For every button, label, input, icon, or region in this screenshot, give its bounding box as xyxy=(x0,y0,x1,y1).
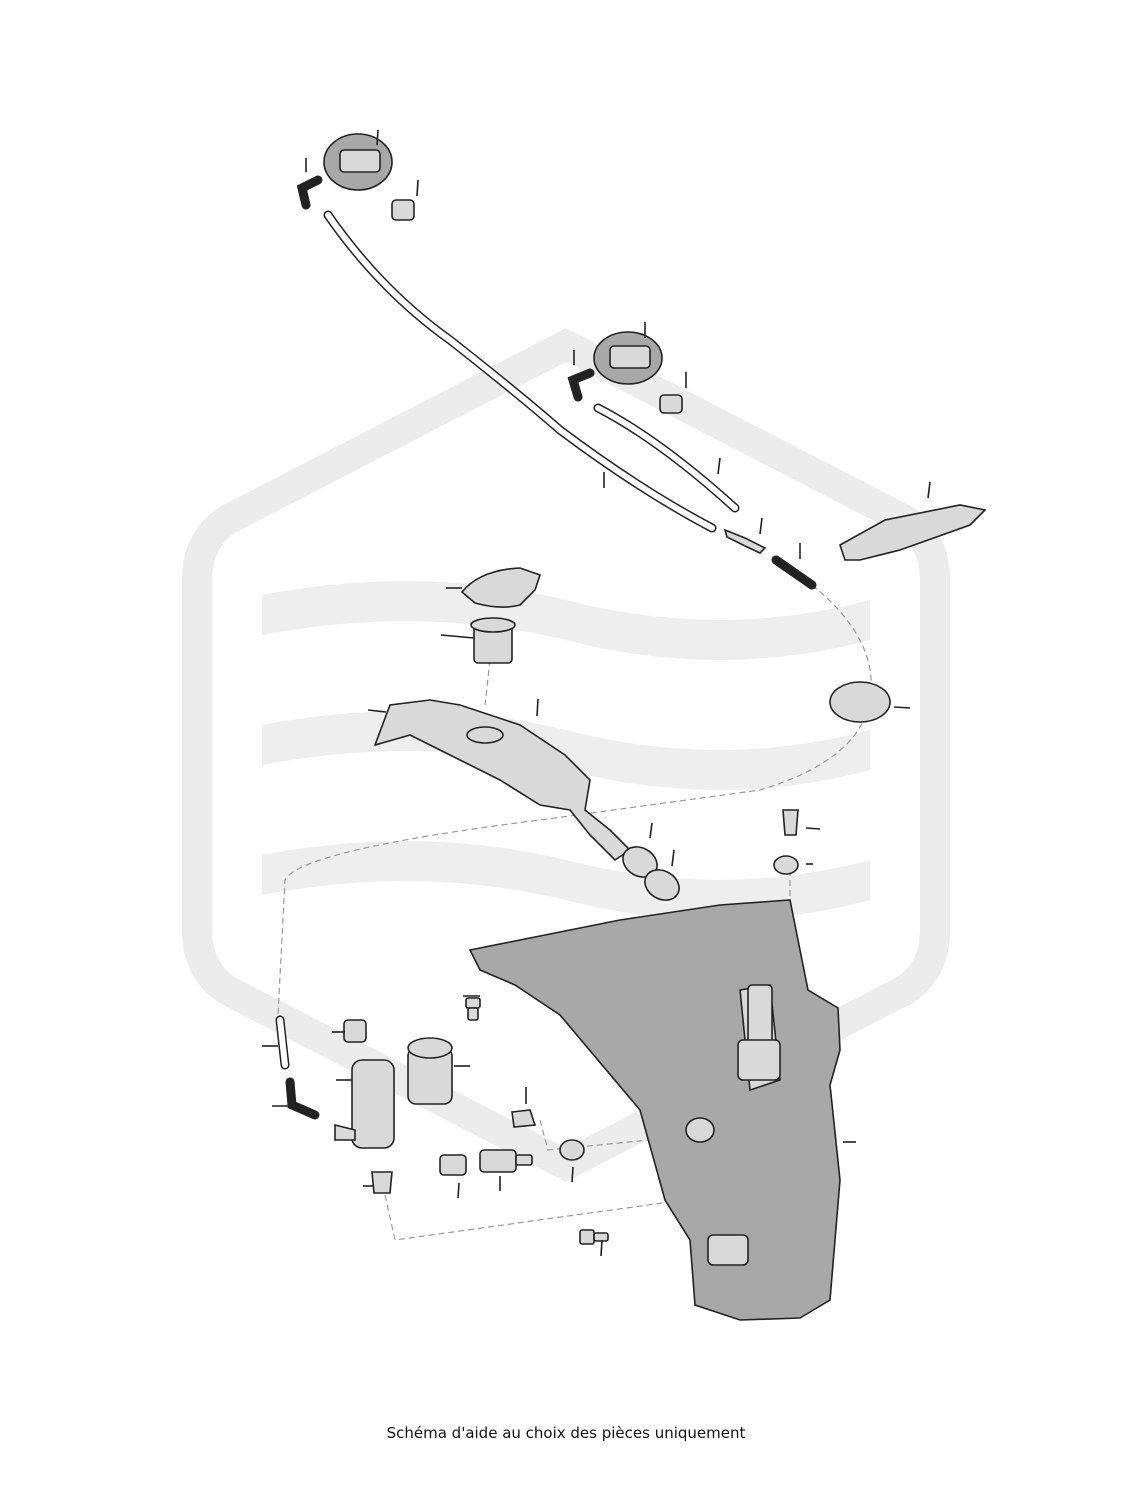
y-connector xyxy=(723,528,767,554)
pump-grommet xyxy=(371,1171,393,1194)
pump-sleeve xyxy=(407,1037,453,1105)
diagram-caption: Schéma d'aide au choix des pièces unique… xyxy=(386,1424,746,1442)
level-sensor xyxy=(737,984,781,1081)
pump-elbow-connector xyxy=(285,1077,320,1120)
callout-leader-lines xyxy=(262,129,931,1257)
left-washer-nozzle xyxy=(296,133,393,210)
filler-cap xyxy=(460,567,542,608)
sensor-plug-small xyxy=(511,1109,537,1128)
upper-washer-hose xyxy=(323,210,717,533)
sensor-plug xyxy=(439,1154,467,1176)
short-hose-segment xyxy=(771,555,817,590)
sensor-grommet xyxy=(559,1139,585,1161)
pump-electrical-connector xyxy=(343,1019,367,1043)
right-washer-nozzle xyxy=(567,331,663,402)
mounting-bolt-upper xyxy=(465,997,481,1021)
washer-pump xyxy=(334,1059,395,1149)
level-switch xyxy=(479,1149,533,1173)
rubber-seal-small xyxy=(773,855,799,875)
mounting-bolt-lower xyxy=(579,1229,609,1245)
left-nozzle-cap xyxy=(391,199,415,221)
filler-strainer xyxy=(470,617,516,664)
hose-bracket xyxy=(839,504,987,561)
pump-hose-left xyxy=(275,1015,290,1070)
right-nozzle-cap xyxy=(659,394,683,414)
filler-neck xyxy=(373,699,632,862)
seal-ring-2 xyxy=(644,869,680,901)
rivet-clip xyxy=(782,809,799,836)
grommet xyxy=(829,681,891,723)
middle-washer-hose xyxy=(593,403,740,513)
